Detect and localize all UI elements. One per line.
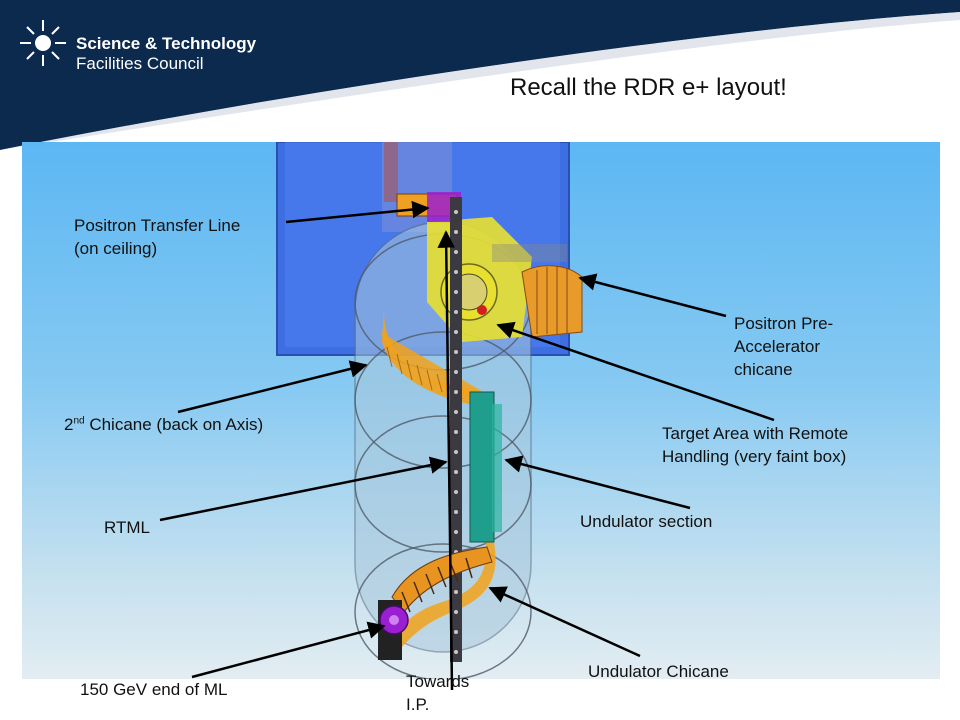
arrow-undulator-section <box>504 455 691 510</box>
label-target-area-1: Target Area with Remote <box>662 424 849 443</box>
label-second-chicane-sup: nd <box>73 415 85 427</box>
label-pre-accelerator-2: Accelerator <box>734 337 820 356</box>
label-transfer-line: Positron Transfer Line (on ceiling) <box>74 214 240 260</box>
label-undulator-section: Undulator section <box>580 512 713 531</box>
label-ml-end: 150 GeV end of ML <box>80 680 228 699</box>
slide-title: Recall the RDR e+ layout! <box>510 74 787 101</box>
label-second-chicane: 2nd Chicane (back on Axis) <box>64 413 263 436</box>
label-target-area-2: Handling (very faint box) <box>662 447 847 466</box>
label-transfer-line-1: Positron Transfer Line <box>74 216 241 235</box>
arrow-target-area <box>496 321 775 422</box>
logo-text-line2: Facilities Council <box>76 54 204 73</box>
arrow-second-chicane <box>177 360 368 414</box>
label-pre-accelerator-1: Positron Pre- <box>734 314 834 333</box>
arrow-transfer-line <box>285 200 430 224</box>
label-target-area: Target Area with Remote Handling (very f… <box>662 422 848 468</box>
label-pre-accelerator-3: chicane <box>734 360 793 379</box>
header-banner <box>0 0 960 150</box>
positron-source-rendering <box>276 142 583 679</box>
label-rtml: RTML <box>104 518 150 537</box>
arrow-undulator-chicane <box>488 586 641 658</box>
logo-text-line1: Science & Technology <box>76 34 257 53</box>
label-second-chicane-rest: Chicane (back on Axis) <box>84 415 264 434</box>
arrow-pre-accelerator <box>578 273 727 318</box>
diagram-panel <box>22 142 940 679</box>
label-second-chicane-num: 2 <box>64 415 74 434</box>
arrow-ml-end <box>191 621 386 679</box>
label-pre-accelerator: Positron Pre- Accelerator chicane <box>734 312 833 381</box>
stfc-logo-icon <box>20 20 66 66</box>
arrow-rtml <box>159 456 448 522</box>
label-towards-ip-2: I.P. <box>406 695 430 714</box>
label-towards-ip: Towards I.P. <box>406 670 469 716</box>
label-undulator-chicane: Undulator Chicane <box>588 662 729 681</box>
label-transfer-line-2: (on ceiling) <box>74 239 158 258</box>
arrow-towards-ip <box>437 230 455 691</box>
label-towards-ip-1: Towards <box>406 672 470 691</box>
